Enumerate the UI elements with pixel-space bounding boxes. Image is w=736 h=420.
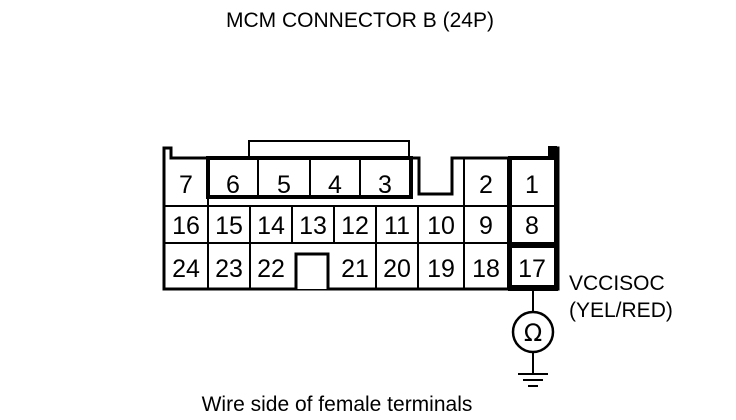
pin-10: 10 <box>427 212 455 240</box>
pin-16: 16 <box>172 212 200 240</box>
diagram-title: MCM CONNECTOR B (24P) <box>226 9 494 32</box>
pin-12: 12 <box>341 212 369 240</box>
pin-21: 21 <box>341 255 369 283</box>
pin-18: 18 <box>472 255 500 283</box>
pin-20: 20 <box>383 255 411 283</box>
pin-2: 2 <box>479 171 493 199</box>
pin-14: 14 <box>257 212 285 240</box>
probe-circuit <box>511 289 555 387</box>
pin-7: 7 <box>179 171 193 199</box>
pin-3: 3 <box>378 171 392 199</box>
wire-color-label: (YEL/RED) <box>569 299 673 322</box>
pin-4: 4 <box>328 171 342 199</box>
pin-17: 17 <box>518 255 546 283</box>
pin-1: 1 <box>525 171 539 199</box>
pin-15: 15 <box>215 212 243 240</box>
pin-9: 9 <box>479 212 493 240</box>
pin-13: 13 <box>299 212 327 240</box>
diagram-caption: Wire side of female terminals <box>202 393 473 416</box>
pin-row-1: 7 6 5 4 3 2 1 <box>179 171 539 199</box>
pin-24: 24 <box>172 255 200 283</box>
pin-row-3: 24 23 22 21 20 19 18 17 <box>172 255 546 283</box>
pin-22: 22 <box>257 255 285 283</box>
pin-11: 11 <box>384 212 410 240</box>
ohm-symbol: Ω <box>524 319 542 347</box>
pin-5: 5 <box>277 171 291 199</box>
pin-19: 19 <box>427 255 455 283</box>
pin-6: 6 <box>226 171 240 199</box>
pin-23: 23 <box>215 255 243 283</box>
pin-8: 8 <box>525 212 539 240</box>
wire-name-label: VCCISOC <box>569 272 665 295</box>
pin-row-2: 16 15 14 13 12 11 10 9 8 <box>172 212 539 240</box>
ground-icon <box>518 373 548 387</box>
